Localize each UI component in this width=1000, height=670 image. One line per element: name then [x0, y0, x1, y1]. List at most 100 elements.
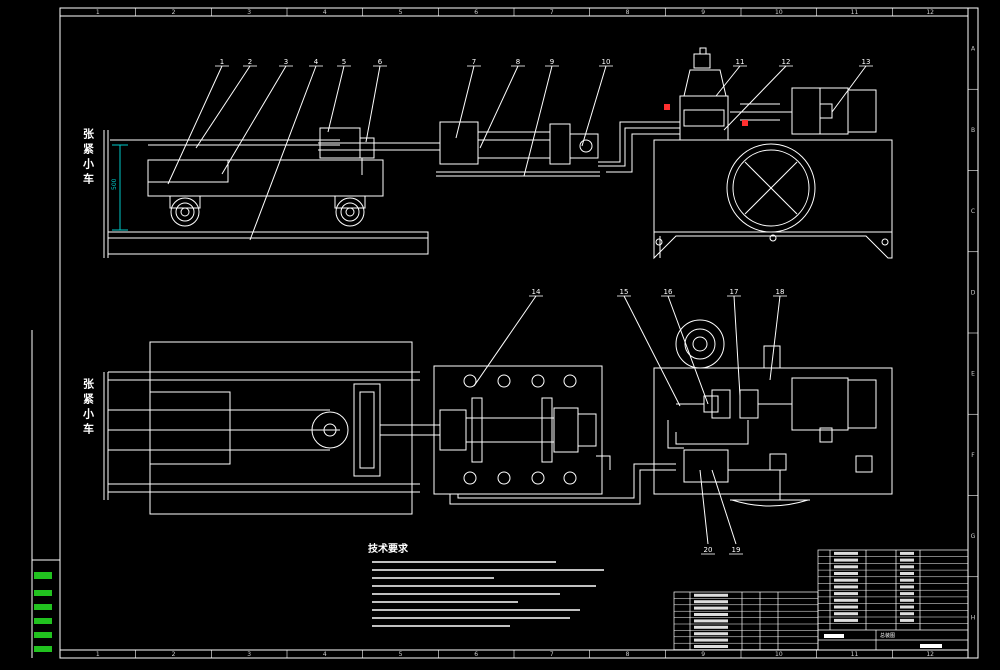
part-balloon: 6 [378, 58, 383, 66]
parts-list-left-rows [674, 593, 818, 650]
parts-row-text [834, 572, 858, 575]
parts-row-text [694, 645, 728, 648]
frame-zone-number-bottom: 1 [96, 651, 100, 658]
part-balloon: 9 [550, 58, 554, 66]
part-balloon: 13 [862, 58, 871, 66]
parts-row-text [900, 578, 914, 582]
part-balloon: 12 [782, 58, 791, 66]
parts-row-text [694, 600, 728, 604]
frame-zone-number-bottom: 8 [626, 651, 630, 658]
part-balloon: 16 [664, 288, 673, 296]
frame-zone-number-bottom: 4 [323, 651, 327, 658]
frame-zone-letter: A [971, 46, 976, 53]
frame-zone-number-bottom: 9 [701, 651, 705, 658]
parts-row-text [834, 612, 858, 616]
part-balloon: 14 [532, 288, 541, 296]
frame-zone-number-top: 11 [851, 9, 859, 16]
parts-row-text [834, 605, 858, 609]
frame-zone-letter: B [971, 127, 975, 134]
parts-row-text [834, 558, 858, 562]
parts-list-right-rows [818, 551, 968, 624]
frame-zone-number-top: 8 [626, 9, 630, 16]
notes-lines [372, 561, 604, 627]
top-elevation-view [103, 47, 893, 260]
parts-row-text [900, 565, 914, 569]
frame-zone-letter: C [971, 208, 975, 215]
parts-row-text [694, 619, 728, 623]
parts-row-text [900, 618, 914, 622]
frame-zone-number-top: 2 [172, 9, 176, 16]
part-balloon: 17 [730, 288, 739, 296]
parts-row-text [900, 605, 914, 609]
frame-zone-number-top: 12 [926, 9, 934, 16]
parts-row-text [694, 625, 728, 629]
frame-zone-letter: D [971, 289, 976, 296]
parts-row-text [694, 638, 728, 642]
frame-zone-number-top: 6 [474, 9, 478, 16]
parts-row-text [900, 572, 914, 575]
frame-zone-number-bottom: 7 [550, 651, 554, 658]
notes-title: 技术要求 [368, 542, 409, 555]
frame-zone-number-bottom: 11 [851, 651, 859, 658]
frame-zone-number-top: 1 [96, 9, 100, 16]
binding-strip [31, 330, 60, 658]
parts-row-text [900, 612, 914, 616]
parts-row-text [900, 558, 914, 562]
part-balloon: 1 [220, 58, 224, 66]
parts-row-text [834, 592, 858, 596]
parts-row-text [834, 551, 858, 555]
title-block-accents [824, 634, 942, 648]
frame-zone-number-bottom: 12 [926, 651, 934, 658]
part-balloon: 8 [516, 58, 520, 66]
frame-zone-letter: E [971, 371, 975, 378]
frame-zone-number-bottom: 10 [775, 651, 783, 658]
parts-row-text [834, 598, 858, 602]
parts-row-text [900, 551, 914, 555]
frame-zone-letter: F [971, 452, 975, 459]
part-balloon: 20 [704, 546, 713, 554]
parts-row-text [694, 593, 728, 597]
frame-zone-number-top: 10 [775, 9, 783, 16]
frame-zone-number-bottom: 6 [474, 651, 478, 658]
frame-zone-number-top: 5 [399, 9, 403, 16]
frame-zone-number-bottom: 5 [399, 651, 403, 658]
part-balloon: 18 [776, 288, 785, 296]
part-balloon: 5 [342, 58, 346, 66]
leader-lines [167, 65, 867, 545]
part-balloon: 3 [284, 58, 288, 66]
parts-row-text [900, 598, 914, 602]
side-label-top: 张紧小车 [82, 127, 96, 188]
frame-zone-letter: G [971, 533, 976, 540]
parts-row-text [834, 565, 858, 569]
parts-row-text [694, 632, 728, 636]
frame-zone-number-top: 4 [323, 9, 327, 16]
parts-row-text [900, 585, 914, 589]
dimension-annotation: 500 [111, 144, 128, 231]
dimension-value: 500 [111, 178, 118, 190]
frame-zone-number-top: 3 [247, 9, 251, 16]
bottom-part-balloons: 14 15 16 17 18 19 20 [529, 288, 787, 555]
frame-zone-number-bottom: 3 [247, 651, 251, 658]
bottom-plan-view [103, 319, 893, 515]
parts-row-text [834, 585, 858, 589]
parts-row-text [834, 578, 858, 582]
parts-row-text [900, 592, 914, 596]
frame-zone-number-bottom: 2 [172, 651, 176, 658]
part-balloon: 15 [620, 288, 629, 296]
part-balloon: 19 [732, 546, 741, 554]
part-balloon: 7 [472, 58, 476, 66]
part-balloon: 2 [248, 58, 252, 66]
parts-row-text [834, 618, 858, 622]
frame-zone-number-top: 7 [550, 9, 554, 16]
revision-stamp-boxes [34, 572, 52, 652]
motor-accents [664, 104, 748, 126]
parts-row-text [694, 606, 728, 610]
part-balloon: 11 [736, 58, 745, 66]
frame-zone-letter: H [971, 614, 976, 621]
frame-zone-number-top: 9 [701, 9, 705, 16]
